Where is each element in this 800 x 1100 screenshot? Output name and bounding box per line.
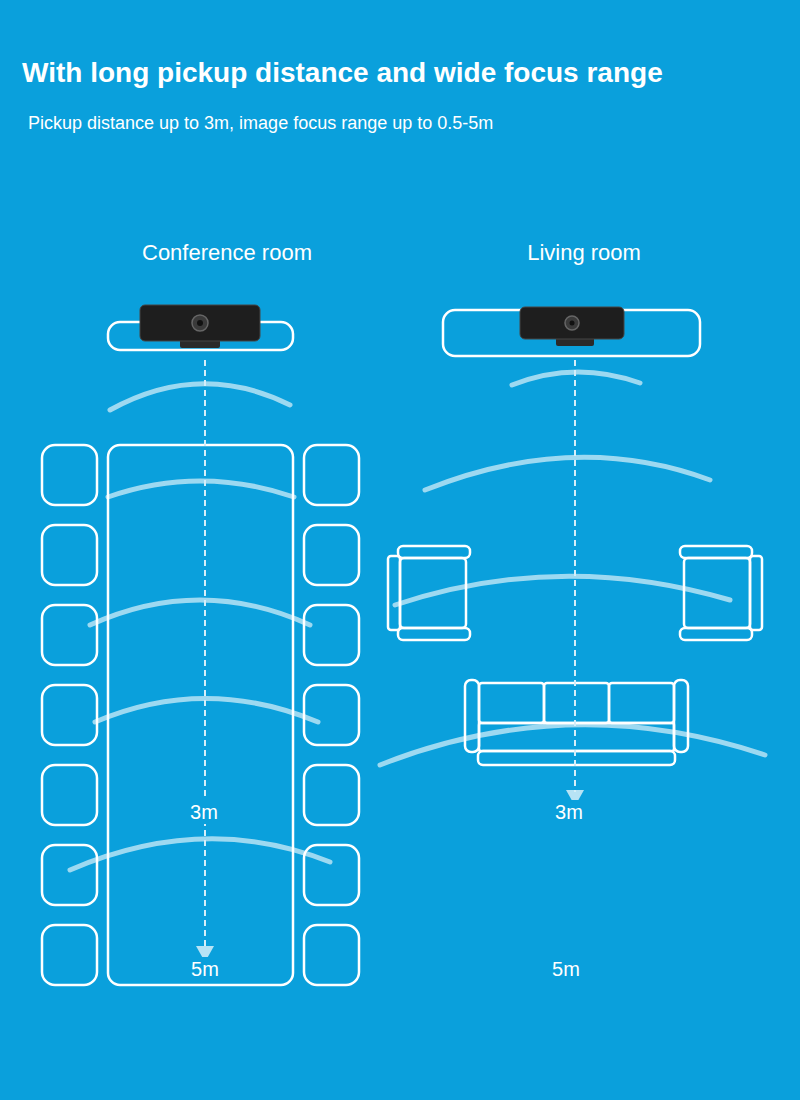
pickup-arc [110,384,290,410]
webcam-lens-center [570,321,575,326]
conference-table [108,445,293,985]
pickup-arc [95,699,318,723]
chair [304,685,359,745]
pickup-arc [425,457,710,490]
sofa-cushion [479,683,544,723]
armchair-arm [398,628,470,640]
chair [42,445,97,505]
sofa-base [478,751,675,765]
pickup-arc [395,576,730,605]
armchair [680,546,762,640]
page-title: With long pickup distance and wide focus… [22,56,663,90]
webcam-lens [192,315,208,331]
pickup-arc [70,839,330,870]
webcam-body [140,305,260,341]
chair [304,445,359,505]
chair [304,925,359,985]
sofa-cushion [544,683,609,723]
armchair-arm [398,546,470,558]
distance-label: 5m [549,957,583,981]
pickup-arc [90,600,310,625]
chair [304,525,359,585]
distance-label: 3m [187,800,221,824]
chair [304,605,359,665]
webcam-body [520,307,624,339]
distance-line [574,360,576,792]
pickup-arc [380,725,765,765]
armchair-arm [680,628,752,640]
pickup-arc [108,481,294,497]
sofa-arm [465,680,479,752]
armchair-back [388,556,400,630]
armchair-arm [680,546,752,558]
chair-group [42,445,359,985]
chair [42,525,97,585]
chair [42,845,97,905]
chair [42,685,97,745]
webcam [140,305,260,348]
chair [42,765,97,825]
distance-label: 3m [552,800,586,824]
room-label: Conference room [142,240,312,266]
distance-label: 5m [188,957,222,981]
armchair-back [750,556,762,630]
sofa-cushion [609,683,674,723]
chair [42,605,97,665]
webcam-lens-center [197,320,203,326]
distance-line [204,360,206,948]
webcam [520,307,624,346]
webcam-lens [565,316,579,330]
chair [304,765,359,825]
subtitle: Pickup distance up to 3m, image focus ra… [28,113,493,135]
chair [42,925,97,985]
sofa-arm [674,680,688,752]
room-label: Living room [527,240,641,266]
